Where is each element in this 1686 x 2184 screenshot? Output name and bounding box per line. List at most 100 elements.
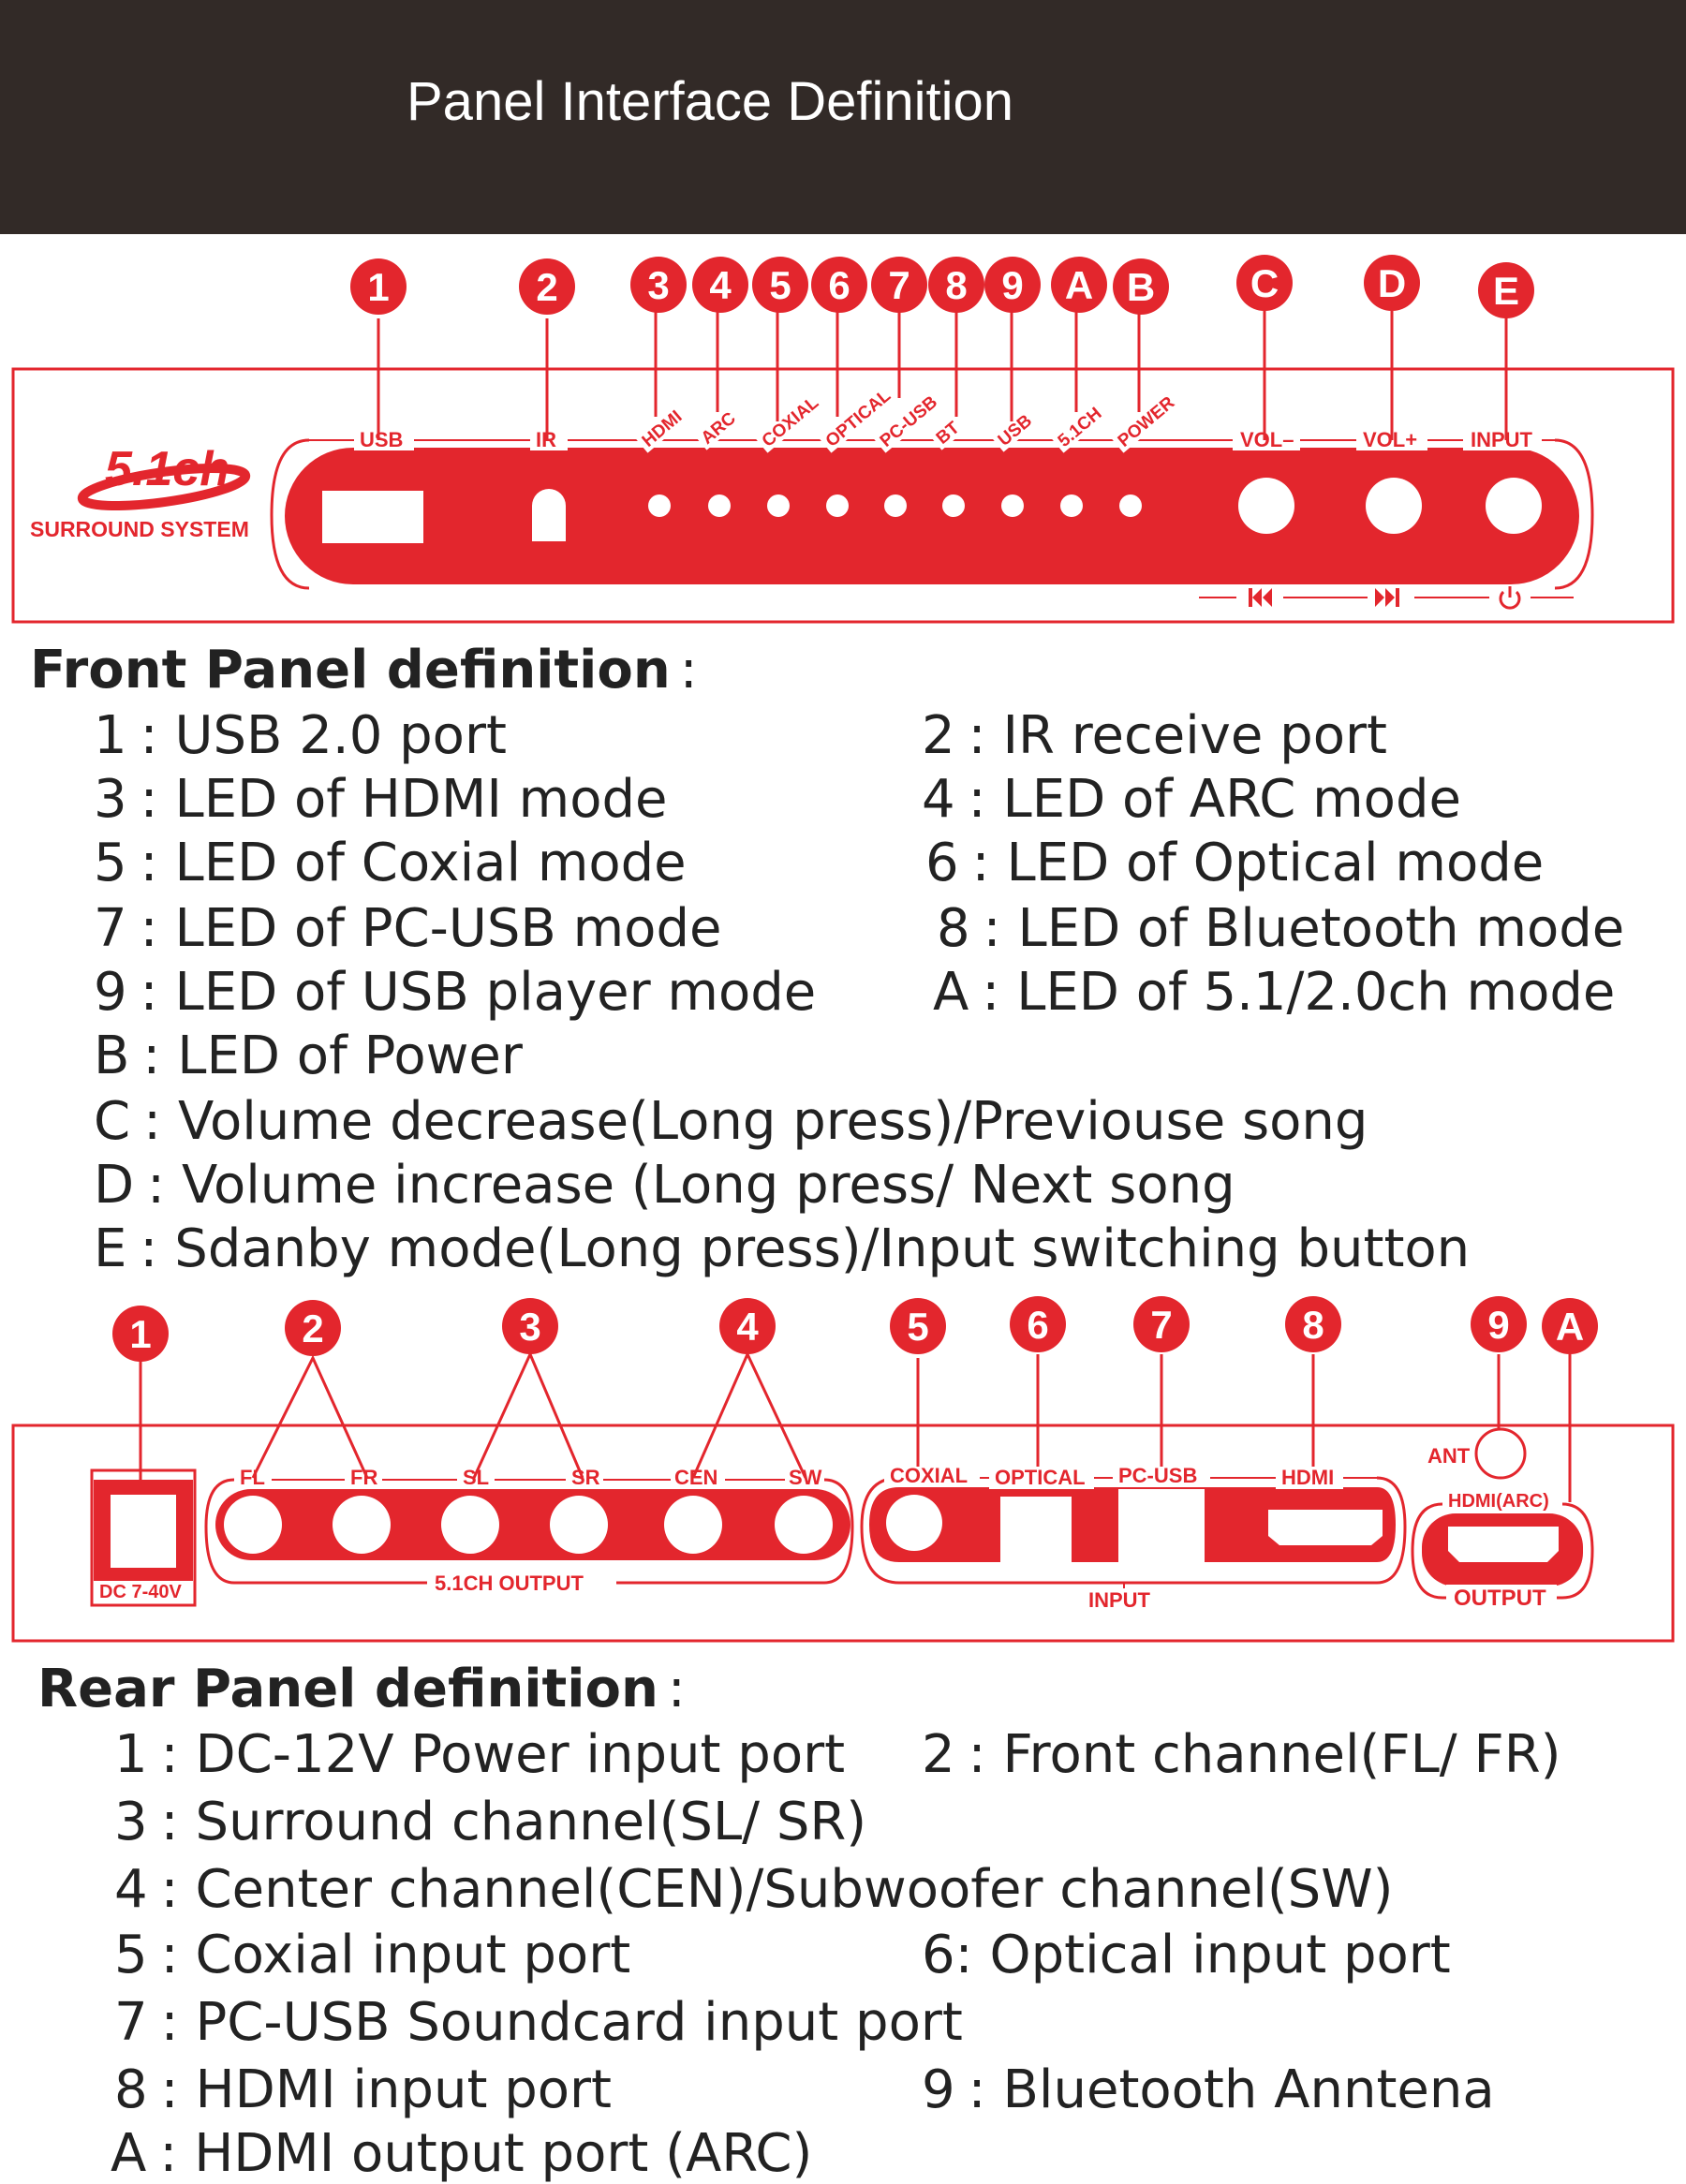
front-item-2: 2:IR receive port	[922, 705, 1387, 766]
item-key: 6	[922, 1925, 955, 1985]
rear-label-optical: OPTICAL	[995, 1466, 1086, 1489]
item-text: Center channel(CEN)/Subwoofer channel(SW…	[195, 1859, 1394, 1920]
rear-callout-8: 8	[1302, 1303, 1324, 1347]
rear-item-2: 2:Front channel(FL/ FR)	[922, 1724, 1561, 1785]
front-callout-e: E	[1493, 269, 1519, 313]
front-callout-b: B	[1127, 265, 1155, 309]
rear-item-1: 1:DC-12V Power input port	[114, 1724, 846, 1785]
optical-input-port[interactable]	[1000, 1497, 1072, 1562]
item-text: LED of 5.1/2.0ch mode	[1016, 962, 1616, 1023]
rear-item-6: 6:Optical input port	[922, 1925, 1451, 1985]
input-button[interactable]	[1486, 478, 1542, 534]
front-leds	[648, 494, 1142, 517]
rear-callout-5: 5	[907, 1305, 928, 1349]
logo-number: 5.1ch	[105, 442, 229, 496]
item-text: Coxial input port	[195, 1925, 631, 1985]
item-key: 4	[114, 1859, 148, 1920]
rear-callout-1: 1	[129, 1312, 151, 1356]
item-key: 5	[114, 1925, 148, 1985]
front-callout-c: C	[1250, 261, 1279, 305]
rear-callout-3: 3	[519, 1305, 540, 1349]
vol-minus-button[interactable]	[1238, 478, 1294, 534]
front-item-4: 4:LED of ARC mode	[922, 769, 1461, 830]
front-ir-window	[532, 489, 566, 541]
rear-item-9: 9:Bluetooth Anntena	[922, 2059, 1495, 2120]
page-title: Panel Interface Definition	[407, 71, 1014, 132]
front-callout-6: 6	[828, 263, 850, 307]
dc-power-jack[interactable]	[94, 1480, 193, 1581]
item-text: Sdanby mode(Long press)/Input switching …	[174, 1218, 1471, 1279]
item-key: 4	[922, 769, 955, 830]
front-label-usb: USB	[360, 428, 403, 451]
front-item-d: D:Volume increase (Long press/ Next song	[94, 1155, 1235, 1216]
surround-system-logo: 5.1ch SURROUND SYSTEM	[30, 442, 251, 541]
front-callout-9: 9	[1001, 263, 1023, 307]
rear-item-3: 3:Surround channel(SL/ SR)	[114, 1792, 867, 1852]
item-text: PC-USB Soundcard input port	[195, 1992, 963, 2053]
hdmi-arc-label: HDMI(ARC)	[1448, 1491, 1549, 1512]
rear-heading-colon: :	[667, 1659, 686, 1719]
item-key: 2	[922, 1724, 955, 1785]
pc-usb-input-port[interactable]	[1118, 1489, 1205, 1566]
front-definition-heading: Front Panel definition:	[30, 644, 698, 697]
item-key: 8	[937, 898, 970, 959]
rca-jacks[interactable]	[224, 1496, 833, 1554]
rear-callout-2: 2	[302, 1306, 323, 1350]
front-item-7: 7:LED of PC-USB mode	[94, 898, 722, 959]
coaxial-input-jack[interactable]	[886, 1495, 942, 1551]
vol-plus-button[interactable]	[1366, 478, 1422, 534]
rear-callout-9: 9	[1487, 1303, 1509, 1347]
front-callout-4: 4	[709, 263, 732, 307]
dc-voltage-label: DC 7-40V	[99, 1582, 182, 1602]
rear-panel-frame	[11, 1424, 1675, 1643]
rear-callout-6: 6	[1027, 1303, 1048, 1347]
front-item-e: E:Sdanby mode(Long press)/Input switchin…	[94, 1218, 1471, 1279]
logo-text: SURROUND SYSTEM	[30, 517, 249, 541]
item-key: 5	[94, 833, 127, 893]
item-text: Volume increase (Long press/ Next song	[182, 1155, 1235, 1216]
rear-item-4: 4:Center channel(CEN)/Subwoofer channel(…	[114, 1859, 1394, 1920]
item-key: 8	[114, 2059, 148, 2120]
front-label-vol-plus: VOL+	[1363, 428, 1417, 451]
item-key: 6	[925, 833, 959, 893]
front-callout-1: 1	[367, 265, 389, 309]
item-text: Surround channel(SL/ SR)	[195, 1792, 867, 1852]
rear-callout-a: A	[1556, 1305, 1584, 1349]
rear-label-sl: SL	[463, 1466, 489, 1489]
item-key: 1	[94, 705, 127, 766]
item-key: D	[94, 1155, 135, 1216]
front-item-6: 6:LED of Optical mode	[925, 833, 1545, 893]
item-key: 9	[922, 2059, 955, 2120]
item-key: 2	[922, 705, 955, 766]
title-banner: Panel Interface Definition	[0, 0, 1686, 234]
front-callout-5: 5	[769, 263, 791, 307]
item-text: Volume decrease(Long press)/Previouse so…	[177, 1091, 1368, 1152]
front-usb-port[interactable]	[322, 491, 423, 543]
item-text: HDMI output port (ARC)	[194, 2123, 813, 2184]
hdmi-input-port[interactable]	[1268, 1510, 1383, 1545]
output-51ch-label: 5.1CH OUTPUT	[435, 1572, 584, 1595]
item-text: LED of Bluetooth mode	[1017, 898, 1625, 959]
front-panel-frame	[11, 367, 1675, 624]
rear-label-coxial: COXIAL	[890, 1464, 968, 1487]
hdmi-arc-output-port[interactable]	[1448, 1527, 1559, 1562]
item-text: LED of ARC mode	[1002, 769, 1461, 830]
rear-callout-7: 7	[1150, 1303, 1172, 1347]
front-item-5: 5:LED of Coxial mode	[94, 833, 687, 893]
front-callout-7: 7	[888, 263, 910, 307]
item-text: LED of USB player mode	[174, 962, 817, 1023]
item-text: Bluetooth Anntena	[1002, 2059, 1495, 2120]
item-key: B	[94, 1026, 130, 1086]
rear-definition-heading: Rear Panel definition:	[37, 1663, 686, 1716]
item-text: IR receive port	[1002, 705, 1387, 766]
input-group-label: INPUT	[1088, 1588, 1151, 1612]
rear-callout-4: 4	[736, 1305, 759, 1349]
bluetooth-antenna-connector[interactable]	[1474, 1427, 1527, 1480]
item-key: A	[111, 2123, 147, 2184]
item-key: 7	[94, 898, 127, 959]
next-track-icon	[1375, 588, 1399, 607]
front-item-b: B:LED of Power	[94, 1026, 523, 1086]
output-label: OUTPUT	[1454, 1586, 1546, 1611]
item-key: 9	[94, 962, 127, 1023]
